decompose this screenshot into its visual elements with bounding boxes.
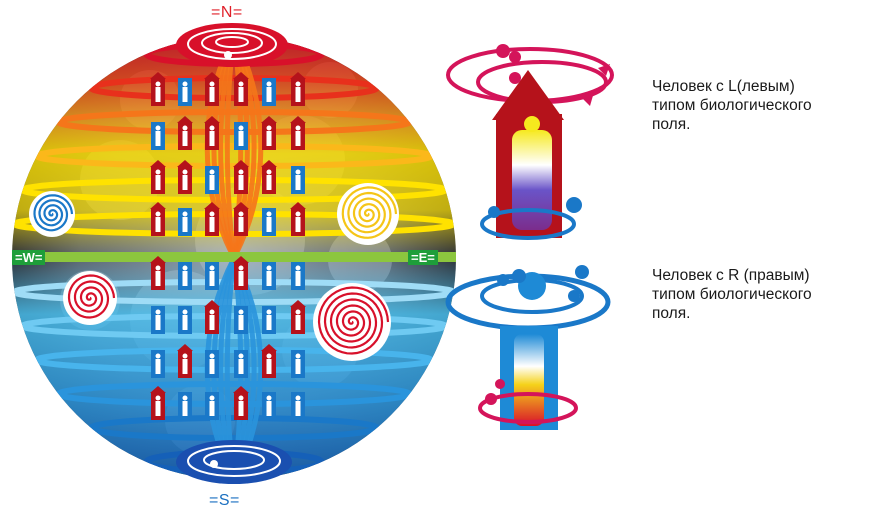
tiny-person-icon: [291, 262, 305, 290]
tiny-person-icon: [178, 208, 192, 236]
tiny-person-icon: [205, 350, 219, 378]
tiny-person-icon: [204, 300, 220, 334]
tiny-person-icon: [291, 392, 305, 420]
tiny-person-icon: [291, 166, 305, 194]
tiny-person-icon: [233, 160, 249, 194]
tiny-person-icon: [261, 116, 277, 150]
tiny-person-icon: [290, 300, 306, 334]
tiny-person-icon: [262, 208, 276, 236]
foot-orbit-icon: [480, 208, 576, 240]
tiny-person-icon: [204, 72, 220, 106]
tiny-person-icon: [178, 392, 192, 420]
tiny-person-icon: [205, 262, 219, 290]
right-type-figure: [445, 265, 611, 430]
tiny-person-icon: [233, 256, 249, 290]
tiny-person-icon: [151, 122, 165, 150]
person-icon: [512, 130, 552, 230]
spirals: [29, 183, 399, 361]
tiny-person-icon: [150, 256, 166, 290]
tiny-person-icon: [150, 160, 166, 194]
tiny-person-icon: [234, 306, 248, 334]
tiny-person-icon: [205, 166, 219, 194]
north-pole-spiral-icon: [176, 23, 288, 67]
caption-line: Человек с L(левым): [652, 78, 795, 95]
tiny-person-icon: [291, 350, 305, 378]
east-label: =E=: [408, 250, 438, 265]
tiny-person-icon: [262, 306, 276, 334]
right-field-caption: Человек с R (правым) типом биологическог…: [652, 266, 812, 323]
tiny-person-icon: [178, 262, 192, 290]
tiny-person-icon: [261, 160, 277, 194]
tiny-person-icon: [261, 344, 277, 378]
tiny-person-icon: [262, 392, 276, 420]
tiny-person-icon: [178, 78, 192, 106]
foot-orbit-icon: [478, 392, 578, 424]
equator-band: [12, 252, 456, 262]
spiral-icon: [317, 286, 390, 355]
caption-line: поля.: [652, 305, 691, 322]
tiny-person-icon: [262, 262, 276, 290]
tiny-person-icon: [262, 78, 276, 106]
west-label: =W=: [12, 250, 46, 265]
tiny-person-icon: [204, 202, 220, 236]
spiral-icon: [341, 186, 398, 239]
tiny-person-icon: [233, 386, 249, 420]
tiny-person-icon: [177, 344, 193, 378]
tiny-person-icon: [233, 202, 249, 236]
tiny-person-icon: [150, 202, 166, 236]
tiny-person-icon: [290, 202, 306, 236]
tiny-person-icon: [234, 122, 248, 150]
caption-line: типом биологического: [652, 286, 812, 303]
tiny-person-icon: [234, 350, 248, 378]
tiny-person-icon: [151, 306, 165, 334]
house-roof-icon: [492, 70, 564, 120]
left-type-figure: [446, 44, 614, 240]
tiny-person-icon: [290, 72, 306, 106]
tiny-person-icon: [290, 116, 306, 150]
spiral-icon: [33, 194, 74, 232]
tiny-person-icon: [204, 116, 220, 150]
tiny-person-icon: [151, 350, 165, 378]
tiny-person-icon: [177, 160, 193, 194]
tiny-person-icon: [150, 72, 166, 106]
tiny-person-icon: [233, 72, 249, 106]
person-figure-grid: [150, 72, 306, 420]
caption-line: типом биологического: [652, 97, 812, 114]
tiny-person-icon: [150, 386, 166, 420]
south-pole-spiral-icon: [176, 440, 292, 484]
caption-line: поля.: [652, 116, 691, 133]
spiral-icon: [67, 274, 116, 319]
tiny-person-icon: [205, 392, 219, 420]
caption-line: Человек с R (правым): [652, 267, 810, 284]
person-icon: [514, 334, 544, 426]
left-field-caption: Человек с L(левым) типом биологического …: [652, 77, 812, 134]
tiny-person-icon: [178, 306, 192, 334]
tiny-person-icon: [177, 116, 193, 150]
south-label: =S=: [209, 492, 240, 509]
north-label: =N=: [211, 4, 243, 21]
